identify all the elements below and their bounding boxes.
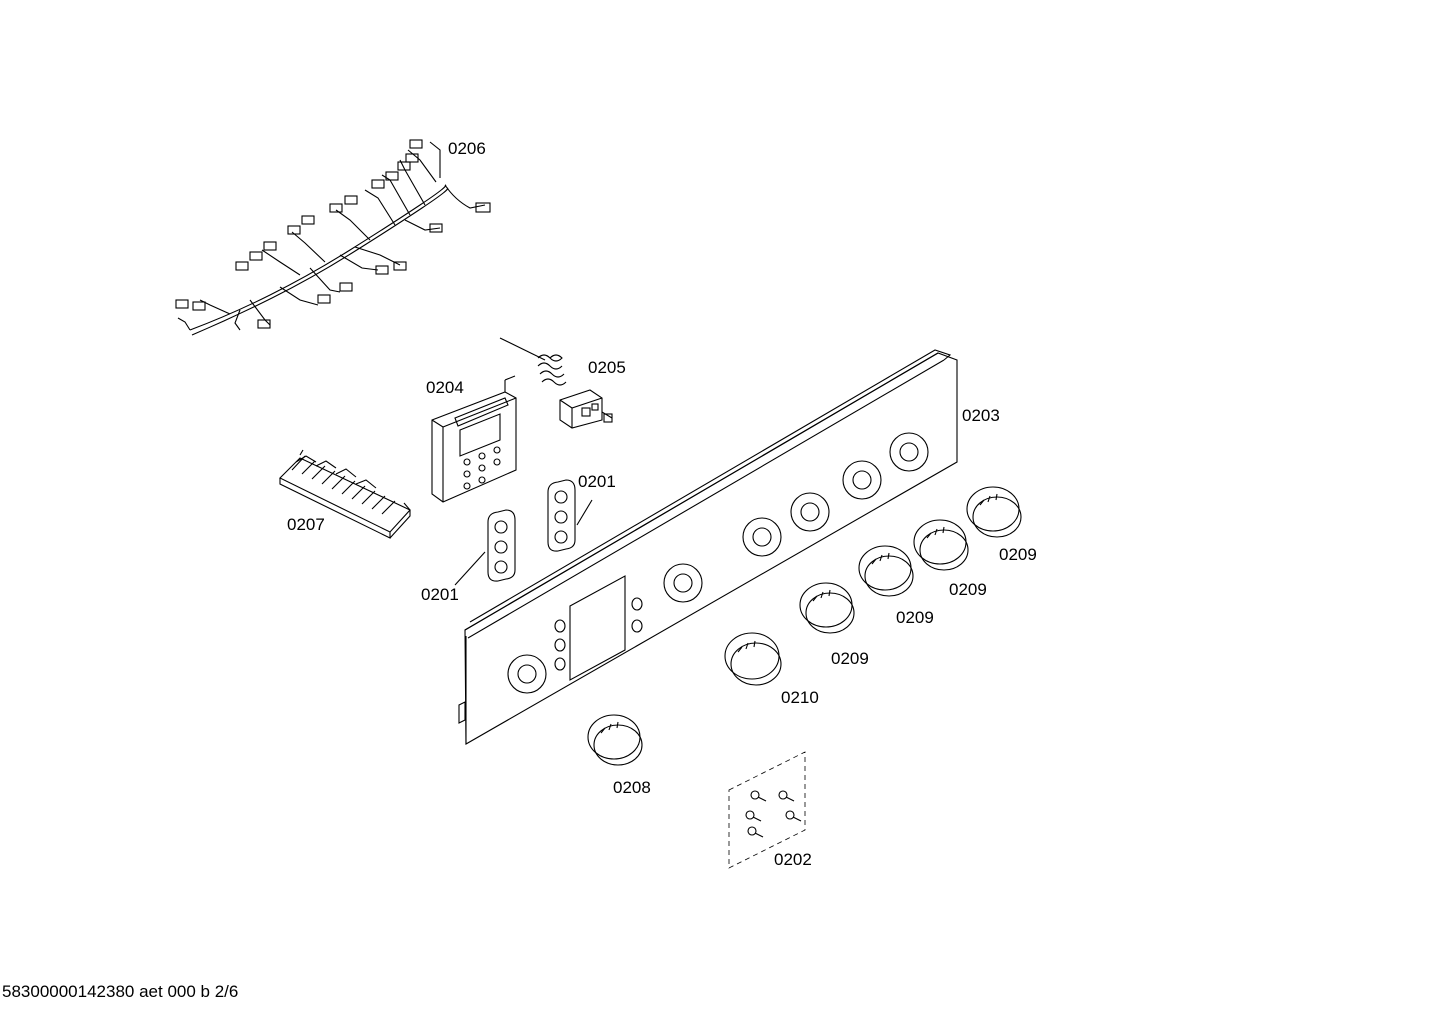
control-panel-drawing [458, 349, 958, 745]
callout-control-module: 0204 [426, 378, 464, 397]
screw-set-drawing [728, 751, 806, 869]
callout-terminal-block: 0207 [287, 515, 325, 534]
callout-knob-right-3: 0209 [896, 608, 934, 627]
callout-knob-right-1: 0209 [999, 545, 1037, 564]
control-module-drawing [431, 375, 517, 503]
knob-right-1-drawing [966, 486, 1022, 538]
knob-right-4-drawing [799, 582, 855, 634]
light-switch-upper-drawing [547, 479, 593, 552]
knobs-drawing [587, 486, 1022, 766]
light-switch-lower-drawing [454, 509, 516, 586]
document-footer-id: 58300000142380 aet 000 b 2/6 [2, 982, 239, 1001]
thermostat-drawing [499, 337, 613, 429]
callout-light-switch-upper: 0201 [578, 472, 616, 491]
knob-left-drawing [587, 714, 643, 766]
wiring-harness-drawing [175, 139, 491, 336]
callout-light-switch-lower: 0201 [421, 585, 459, 604]
callout-knob-right-4: 0209 [831, 649, 869, 668]
callout-screw-set: 0202 [774, 850, 812, 869]
knob-middle-drawing [724, 632, 782, 686]
callout-thermostat: 0205 [588, 358, 626, 377]
knob-right-2-drawing [913, 519, 969, 571]
callout-control-panel: 0203 [962, 406, 1000, 425]
knob-right-3-drawing [858, 545, 914, 597]
callout-knob-left: 0208 [613, 778, 651, 797]
callout-wiring-harness: 0206 [448, 139, 486, 158]
callout-knob-middle: 0210 [781, 688, 819, 707]
callout-knob-right-2: 0209 [949, 580, 987, 599]
terminal-block-drawing [279, 449, 411, 539]
